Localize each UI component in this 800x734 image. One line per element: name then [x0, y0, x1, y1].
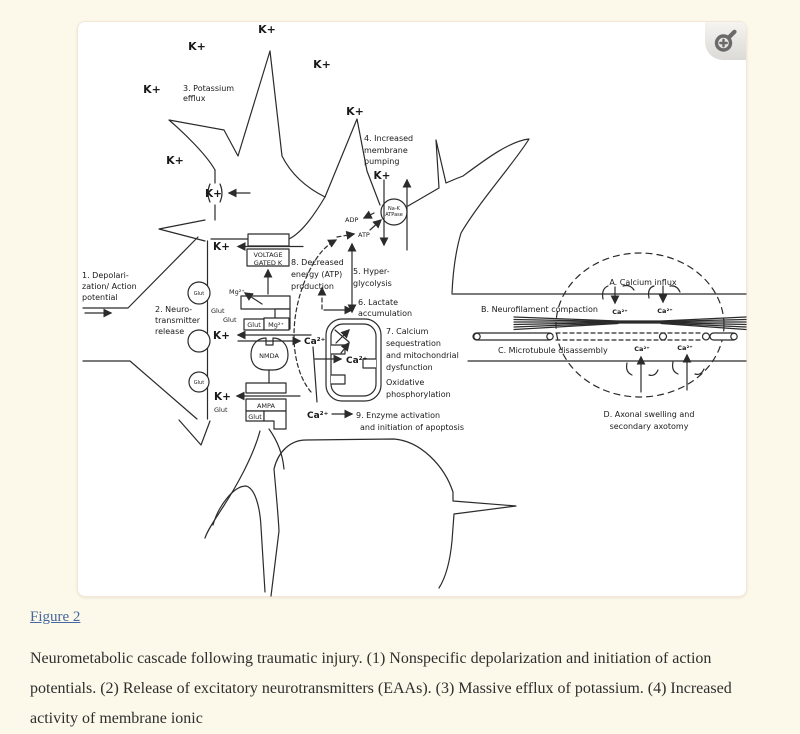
magnifier-plus-icon [714, 29, 737, 52]
axonal-swelling-label: D. Axonal swelling and [604, 410, 695, 419]
k-plus-label: K+ [205, 188, 222, 200]
calcium-influx-arrows [601, 284, 705, 393]
ca2-label: Ca²⁺ [346, 356, 368, 366]
svg-text:8. Decreased: 8. Decreased [291, 258, 344, 267]
axon-membranes [451, 293, 747, 362]
svg-text:zation/ Action: zation/ Action [82, 282, 137, 291]
figure-zoom-button[interactable] [705, 22, 746, 60]
ca2-label: Ca²⁺ [677, 344, 692, 352]
microtubule-drawing [472, 332, 738, 341]
figure-caption-block: Figure 2 Neurometabolic cascade followin… [30, 608, 778, 734]
svg-text:efflux: efflux [183, 94, 206, 103]
glut-label: Glut [247, 321, 261, 329]
k-plus-label: K+ [213, 330, 230, 342]
svg-text:membrane: membrane [364, 146, 408, 155]
receptor-labels: VOLTAGE GATED K NMDA AMPA Na-K ATPase [253, 206, 402, 410]
neurometabolic-cascade-diagram: K+ K+ K+ K+ K+ K+ K+ K+ K+ K+ K+ Ca²⁺ Ca… [82, 23, 747, 597]
k-plus-label: K+ [143, 83, 161, 96]
adp-label: ADP [345, 216, 358, 224]
svg-text:Oxidative: Oxidative [386, 378, 424, 387]
svg-text:sequestration: sequestration [386, 339, 441, 348]
ca2-label: Ca²⁺ [657, 307, 672, 315]
cascade-step-labels: 1. Depolari- zation/ Action potential 2.… [82, 84, 464, 432]
figure-caption-text: Neurometabolic cascade following traumat… [30, 650, 732, 727]
mg2-label: Mg²⁺ [268, 321, 284, 329]
nmda-label: NMDA [259, 352, 279, 360]
ca2-label: Ca²⁺ [304, 337, 326, 347]
glut-label: Glut [223, 316, 237, 324]
microtubule-disassembly-label: C. Microtubule disassembly [498, 346, 608, 355]
na-k-atpase-pump [336, 178, 412, 251]
article-page: { "colors": { "page_bg": "#fcf8ea", "pan… [30, 21, 747, 727]
svg-text:and mitochondrial: and mitochondrial [386, 351, 459, 360]
k-plus-label: K+ [258, 23, 276, 36]
calcium-influx-label: A. Calcium influx [609, 278, 677, 287]
axonal-swelling-label: secondary axotomy [610, 422, 689, 431]
k-plus-label: K+ [374, 170, 391, 182]
svg-text:phosphorylation: phosphorylation [386, 390, 451, 399]
na-k-atpase-label: Na-K [388, 206, 401, 212]
ampa-receptor-complex [245, 382, 287, 430]
ca2-label: Ca²⁺ [634, 345, 649, 353]
svg-text:4. Increased: 4. Increased [364, 134, 413, 143]
k-plus-label: K+ [213, 241, 230, 253]
figure-image-panel[interactable]: K+ K+ K+ K+ K+ K+ K+ K+ K+ K+ K+ Ca²⁺ Ca… [77, 21, 747, 597]
postsynaptic-dendritic-tree-outline [168, 50, 530, 294]
ion-labels: K+ K+ K+ K+ K+ K+ K+ K+ K+ K+ K+ Ca²⁺ Ca… [143, 23, 693, 421]
ca2-label: Ca²⁺ [307, 411, 329, 421]
svg-text:3. Potassium: 3. Potassium [183, 84, 234, 93]
k-plus-label: K+ [313, 58, 331, 71]
svg-text:potential: potential [82, 293, 118, 302]
k-plus-label: K+ [188, 40, 206, 53]
k-plus-label: K+ [346, 105, 364, 118]
soma-and-lower-dendrites-outline [204, 428, 517, 597]
svg-text:5. Hyper-: 5. Hyper- [353, 267, 390, 276]
svg-text:energy (ATP): energy (ATP) [291, 270, 342, 279]
glut-label: Glut [211, 307, 225, 315]
ca2-label: Ca²⁺ [612, 308, 627, 316]
nmda-receptor-complex [240, 292, 291, 384]
voltage-gated-k-channel [246, 233, 290, 295]
ampa-label: AMPA [257, 402, 276, 410]
svg-text:1. Depolari-: 1. Depolari- [82, 271, 129, 280]
svg-text:2. Neuro-: 2. Neuro- [155, 305, 192, 314]
na-k-atpase-label: ATPase [385, 212, 403, 218]
presynaptic-terminal-outline [82, 219, 211, 446]
voltage-gated-k-label: VOLTAGE [253, 251, 282, 259]
svg-text:production: production [291, 282, 334, 291]
cascade-arrows [84, 188, 357, 419]
svg-text:pumping: pumping [364, 157, 399, 166]
synaptic-vesicles [187, 281, 211, 393]
svg-text:dysfunction: dysfunction [386, 363, 433, 372]
glut-label: Glut [214, 406, 228, 414]
neurofilament-compaction-label: B. Neurofilament compaction [481, 305, 598, 314]
svg-text:accumulation: accumulation [358, 309, 412, 318]
atp-label: ATP [358, 231, 370, 239]
glut-label: Glut [194, 380, 204, 386]
svg-text:transmitter: transmitter [155, 316, 201, 325]
glut-label: Glut [248, 413, 262, 421]
svg-text:7. Calcium: 7. Calcium [386, 327, 429, 336]
k-plus-label: K+ [214, 391, 231, 403]
figure-2-link[interactable]: Figure 2 [30, 609, 81, 625]
mg2-label: Mg²⁺ [229, 288, 245, 296]
svg-text:6. Lactate: 6. Lactate [358, 298, 398, 307]
k-plus-label: K+ [166, 154, 184, 167]
svg-text:release: release [155, 327, 184, 336]
glut-label: Glut [194, 291, 204, 297]
svg-text:glycolysis: glycolysis [353, 279, 392, 288]
axonal-injury-labels: A. Calcium influx B. Neurofilament compa… [481, 278, 694, 431]
svg-text:and initiation of apoptosis: and initiation of apoptosis [360, 423, 464, 432]
mitochondrion [325, 318, 382, 402]
svg-text:9. Enzyme activation: 9. Enzyme activation [356, 411, 440, 420]
voltage-gated-k-label: GATED K [254, 259, 283, 267]
neurofilament-compaction-drawing [513, 316, 747, 331]
